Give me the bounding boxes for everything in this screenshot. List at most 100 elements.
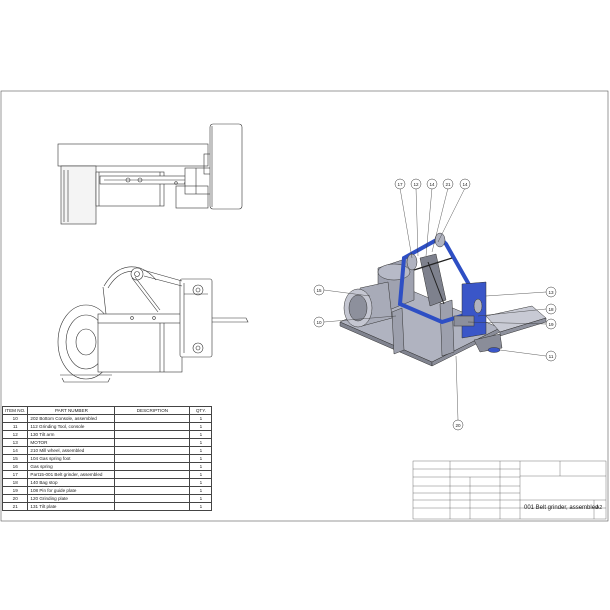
col-item-no: ITEM NO. — [1, 406, 29, 415]
bom-item: 19 — [1, 486, 29, 495]
bom-desc — [114, 454, 191, 463]
bom-qty: 1 — [189, 430, 213, 439]
svg-text:21: 21 — [445, 182, 451, 187]
bom-item: 18 — [1, 478, 29, 487]
svg-text:11: 11 — [549, 354, 554, 359]
bom-desc — [114, 414, 191, 423]
svg-text:17: 17 — [397, 182, 403, 187]
balloon: 12 — [410, 178, 422, 190]
svg-text:13: 13 — [548, 290, 554, 295]
leader-lines — [323, 187, 547, 421]
svg-text:20: 20 — [455, 423, 461, 428]
bom-part: 131 Tilt plate — [27, 502, 116, 511]
bom-part: MOTOR — [27, 438, 116, 447]
svg-text:10: 10 — [316, 320, 322, 325]
bom-item: 10 — [1, 414, 29, 423]
bom-desc — [114, 478, 191, 487]
balloon: 20 — [452, 419, 464, 431]
side-view — [57, 266, 249, 383]
bom-qty: 1 — [189, 446, 213, 455]
bom-item: 17 — [1, 470, 29, 479]
bom-desc — [114, 470, 191, 479]
bom-part: Gas spring — [27, 462, 116, 471]
balloon: 14 — [459, 178, 471, 190]
balloon: 10 — [313, 316, 325, 328]
bom-part: 140 Bag stop — [27, 478, 116, 487]
balloon: 11 — [545, 350, 557, 362]
sheet-border — [0, 90, 609, 522]
bom-part: 104 Gas spring foot — [27, 454, 116, 463]
bom-part: 210 Mill wheel, assembled — [27, 446, 116, 455]
svg-text:14: 14 — [429, 182, 435, 187]
bom-qty: 1 — [189, 502, 213, 511]
bom-part: 202 Bottom Console, assembled — [27, 414, 116, 423]
svg-text:12: 12 — [413, 182, 419, 187]
bom-item: 12 — [1, 430, 29, 439]
bom-item: 15 — [1, 454, 29, 463]
bom-desc — [114, 438, 191, 447]
title-block-frame — [412, 460, 607, 520]
bom-item: 13 — [1, 438, 29, 447]
bom-part: 130 Tilt arm — [27, 430, 116, 439]
drawing-title: 001 Belt grinder, assembled — [524, 505, 599, 511]
bom-desc — [114, 486, 191, 495]
col-part-number: PART NUMBER — [27, 406, 116, 415]
bom-header-row: ITEM NO. PART NUMBER DESCRIPTION QTY. — [1, 406, 213, 415]
bom-item: 20 — [1, 494, 29, 503]
bom-item: 11 — [1, 422, 29, 431]
svg-text:14: 14 — [462, 182, 468, 187]
bom-qty: 1 — [189, 454, 213, 463]
bom-qty: 1 — [189, 462, 213, 471]
col-qty: QTY. — [189, 406, 213, 415]
bom-desc — [114, 502, 191, 511]
bom-part: 108 Pin for guide plate — [27, 486, 116, 495]
balloon: 13 — [545, 286, 557, 298]
bom-part: 112 Grinding Tool, console — [27, 422, 116, 431]
bom-item: 16 — [1, 462, 29, 471]
balloon: 17 — [394, 178, 406, 190]
bom-desc — [114, 430, 191, 439]
bom-item: 14 — [1, 446, 29, 455]
balloon: 14 — [426, 178, 438, 190]
bom-part: Part15-001 Belt grinder, assembled — [27, 470, 116, 479]
balloon: 15 — [313, 284, 325, 296]
bom-qty: 1 — [189, 470, 213, 479]
balloon: 21 — [442, 178, 454, 190]
balloon: 18 — [545, 303, 557, 315]
bom-desc — [114, 494, 191, 503]
bom-item: 21 — [1, 502, 29, 511]
svg-text:15: 15 — [316, 288, 322, 293]
svg-text:19: 19 — [548, 322, 554, 327]
balloon: 19 — [545, 318, 557, 330]
bom-qty: 1 — [189, 478, 213, 487]
bom-qty: 1 — [189, 486, 213, 495]
bom-part: 120 Grinding plate — [27, 494, 116, 503]
bill-of-materials-table: ITEM NO. PART NUMBER DESCRIPTION QTY. 10… — [1, 406, 213, 511]
bom-desc — [114, 446, 191, 455]
svg-text:18: 18 — [548, 307, 554, 312]
bom-desc — [114, 422, 191, 431]
col-description: DESCRIPTION — [114, 406, 191, 415]
bom-qty: 1 — [189, 414, 213, 423]
bom-qty: 1 — [189, 422, 213, 431]
bom-qty: 1 — [189, 438, 213, 447]
top-view — [57, 123, 243, 225]
sheet-size: A2 — [596, 505, 603, 511]
bom-qty: 1 — [189, 494, 213, 503]
bom-desc — [114, 462, 191, 471]
isometric-view — [339, 232, 547, 367]
item-balloons: 17 12 14 21 14 15 13 18 10 19 11 20 — [313, 178, 557, 431]
